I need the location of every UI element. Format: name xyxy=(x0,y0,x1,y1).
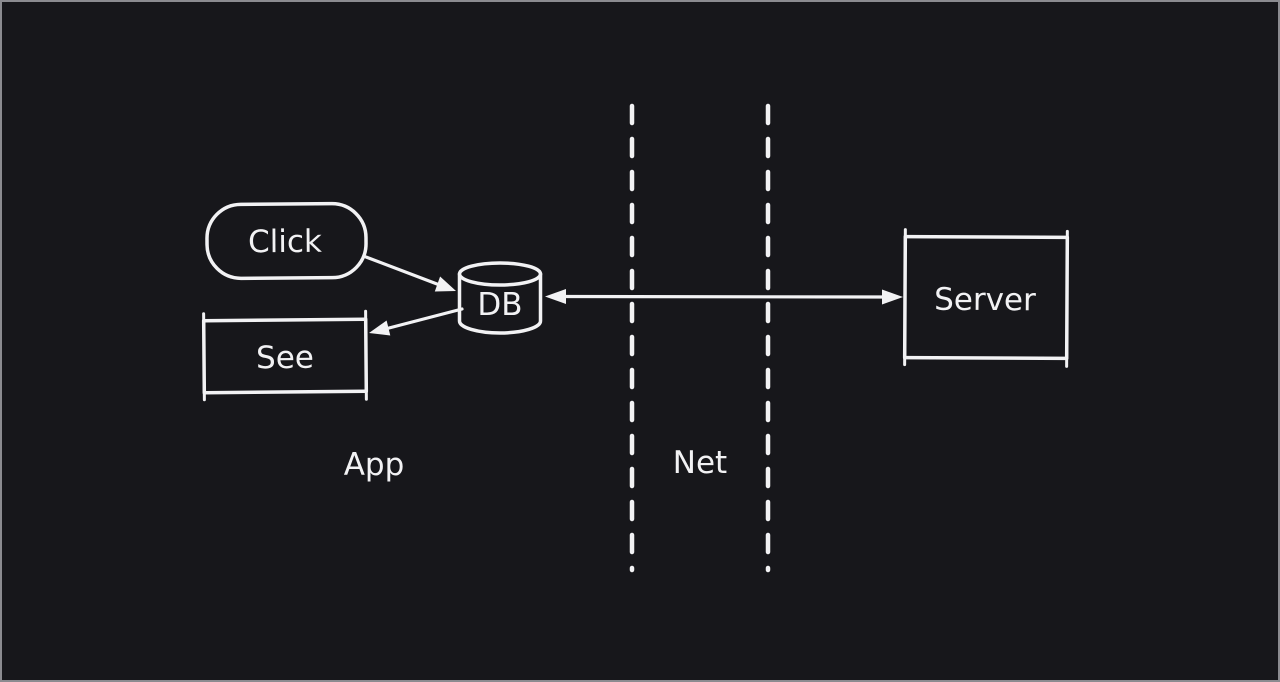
node-see-label: See xyxy=(256,340,314,377)
node-see[interactable]: See xyxy=(201,309,369,402)
arrow-click-to-db-head xyxy=(434,276,456,292)
node-server-label: Server xyxy=(934,282,1036,319)
arrow-db-to-see-line xyxy=(387,307,464,330)
node-server[interactable]: Server xyxy=(902,228,1070,368)
see-rect-shape xyxy=(201,317,369,395)
arrow-click-to-db[interactable] xyxy=(364,255,456,292)
db-cylinder-body xyxy=(457,272,543,335)
node-db-label: DB xyxy=(477,287,522,323)
arrow-db-to-server-head-left xyxy=(545,289,566,304)
arrow-db-to-server[interactable] xyxy=(545,289,903,305)
arrow-db-to-server-head-right xyxy=(882,289,903,305)
node-click-label: Click xyxy=(248,224,322,261)
zone-label-net[interactable]: Net xyxy=(673,445,727,481)
node-click[interactable]: Click xyxy=(205,201,368,281)
arrow-db-to-see[interactable] xyxy=(369,307,464,336)
arrow-db-to-server-line xyxy=(561,294,887,299)
server-rect-shape xyxy=(902,234,1070,361)
node-db[interactable]: DB xyxy=(457,261,543,335)
db-cylinder-top xyxy=(457,261,543,287)
arrow-db-to-see-head xyxy=(369,320,391,336)
zone-label-app[interactable]: App xyxy=(344,447,405,483)
click-pill-shape xyxy=(205,201,368,281)
arrow-click-to-db-line xyxy=(364,255,439,286)
